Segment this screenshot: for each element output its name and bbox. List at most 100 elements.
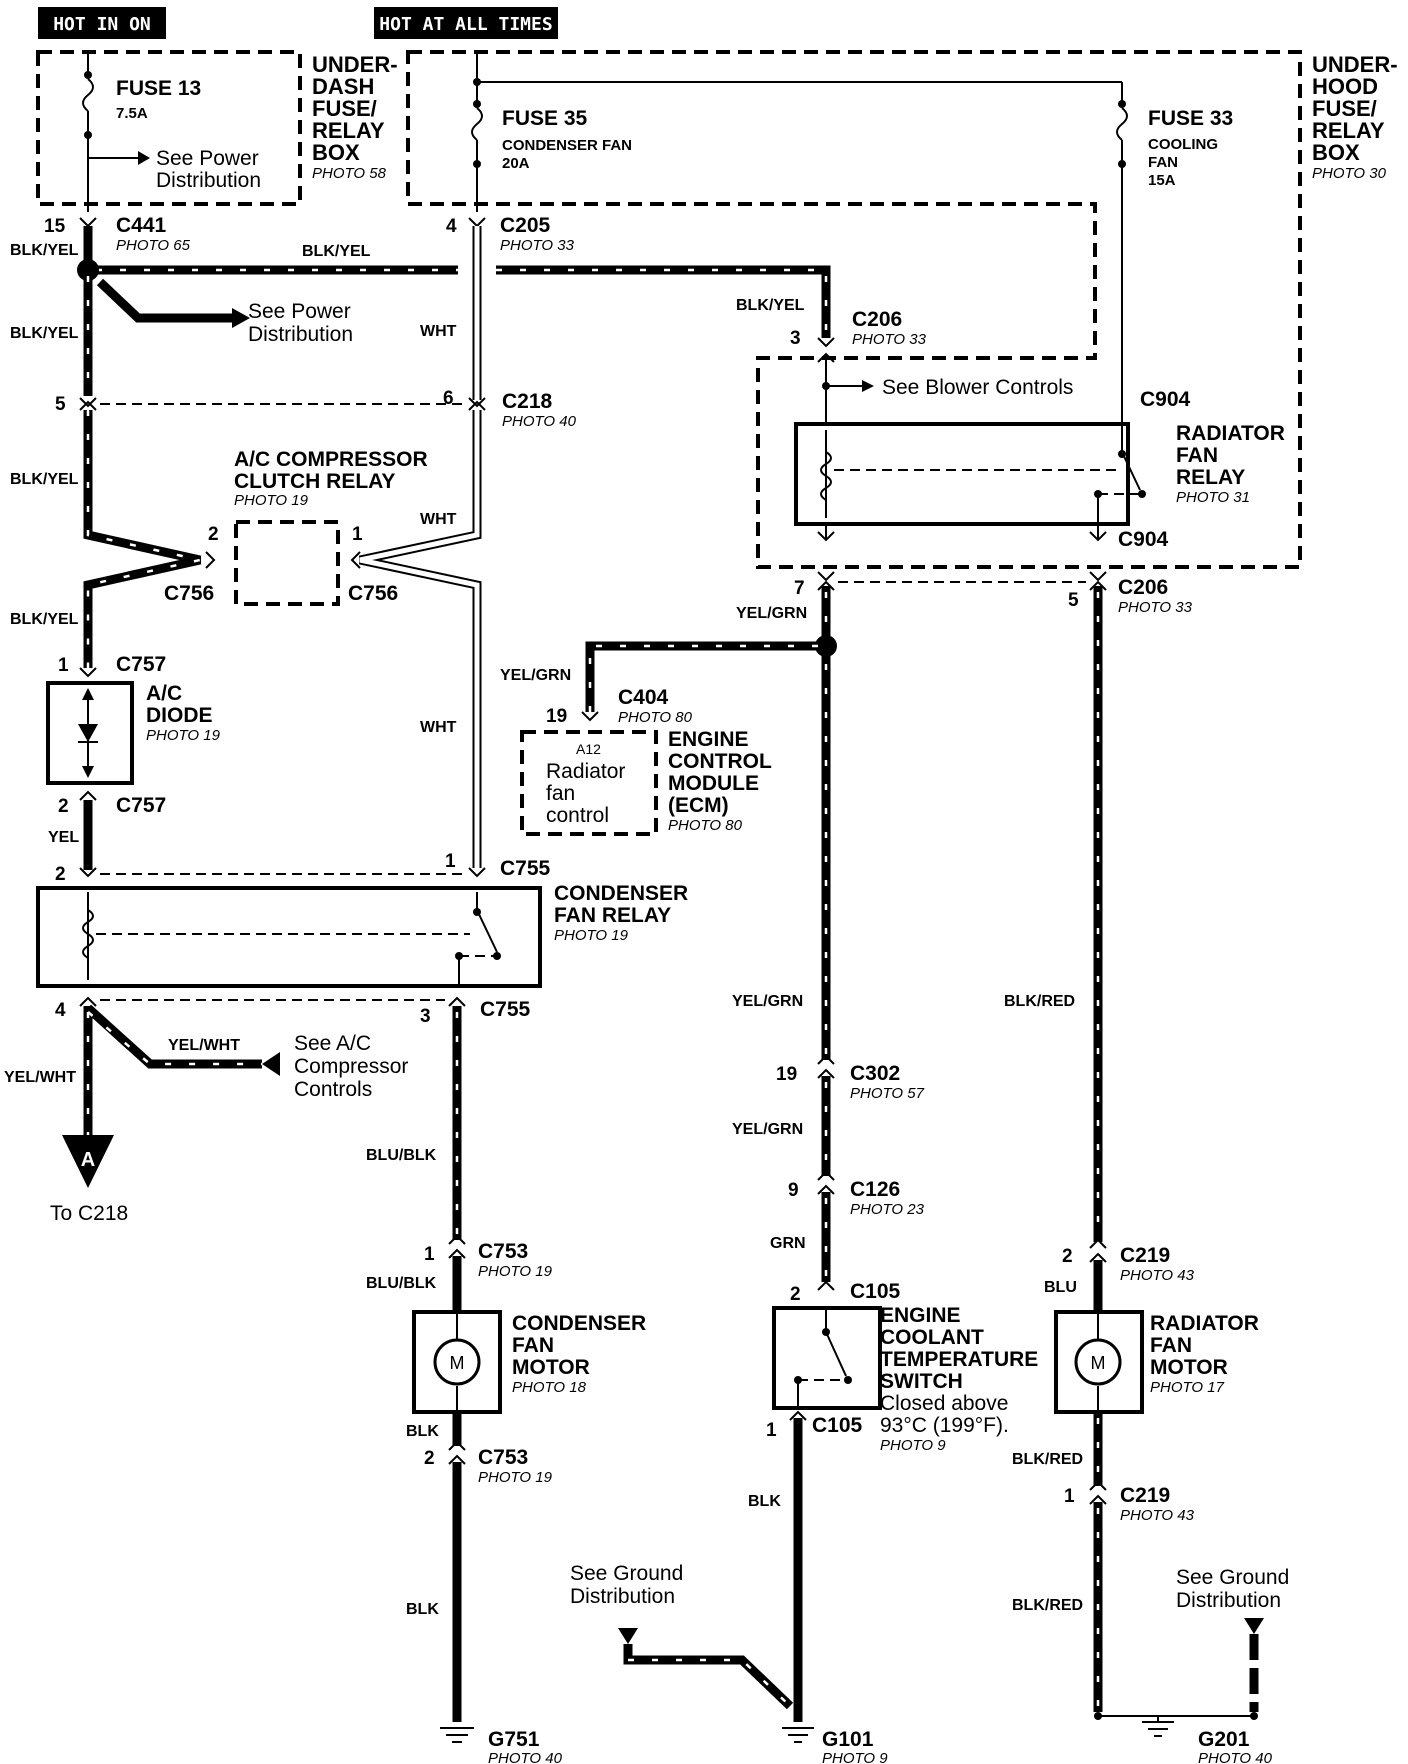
c126-name: C126 bbox=[850, 1178, 900, 1201]
ground-icon bbox=[440, 1727, 474, 1743]
ac-relay-label-2: CLUTCH RELAY bbox=[234, 470, 395, 493]
c404-name: C404 bbox=[618, 686, 669, 709]
c904a-name: C904 bbox=[1140, 388, 1191, 411]
fuse-35: FUSE 35 CONDENSER FAN 20A bbox=[471, 52, 1122, 212]
fuse33-desc-2: FAN bbox=[1148, 154, 1178, 171]
blk-yel-label-4: BLK/YEL bbox=[10, 325, 79, 342]
blu-blk-label-1: BLU/BLK bbox=[366, 1147, 437, 1164]
blk-label-2: BLK bbox=[406, 1601, 439, 1618]
c218-photo: PHOTO 40 bbox=[502, 413, 577, 430]
c753a-name: C753 bbox=[478, 1240, 528, 1263]
ect-photo: PHOTO 9 bbox=[880, 1437, 946, 1454]
ecm-func-1: Radiator bbox=[546, 760, 625, 783]
blk-red-label-1: BLK/RED bbox=[1004, 993, 1075, 1010]
ecm-pin-id: A12 bbox=[576, 741, 601, 757]
underhood-photo: PHOTO 30 bbox=[1312, 165, 1387, 182]
blk-yel-label-3: BLK/YEL bbox=[736, 297, 805, 314]
c753b-name: C753 bbox=[478, 1446, 528, 1469]
motor-icon bbox=[433, 1338, 481, 1386]
ac-compressor-clutch-relay: A/C COMPRESSOR CLUTCH RELAY PHOTO 19 2 1… bbox=[164, 448, 428, 606]
cond-relay-label-2: FAN RELAY bbox=[554, 904, 671, 927]
c218-pin-right: 6 bbox=[443, 388, 454, 409]
c404-pin: 19 bbox=[546, 706, 567, 727]
fuse-13: FUSE 13 7.5A See Power Distribution bbox=[82, 52, 261, 212]
hot-at-all-times-label: HOT AT ALL TIMES bbox=[379, 14, 552, 35]
c219b-photo: PHOTO 43 bbox=[1120, 1507, 1195, 1524]
ac-diode: 1 C757 A/C DIODE PHOTO 19 2 C757 YEL bbox=[46, 653, 221, 870]
wire-blk-yel-left: BLK/YEL BLK/YEL BLK/YEL bbox=[10, 270, 201, 668]
c755a-pin-right: 1 bbox=[445, 851, 456, 872]
underdash-photo: PHOTO 58 bbox=[312, 165, 387, 182]
blower-ref: See Blower Controls bbox=[882, 376, 1073, 399]
c302-name: C302 bbox=[850, 1062, 900, 1085]
c105a-pin: 2 bbox=[790, 1284, 801, 1305]
g201-name: G201 bbox=[1198, 1728, 1250, 1751]
connector-c206-top: 3 C206 PHOTO 33 See Blower Controls C904 bbox=[790, 308, 1191, 422]
fuse33-rating: 15A bbox=[1148, 172, 1176, 189]
blk-yel-label-6: BLK/YEL bbox=[10, 611, 79, 628]
underhood-label-2: HOOD bbox=[1312, 74, 1378, 99]
yel-wht-label-1: YEL/WHT bbox=[168, 1037, 240, 1054]
c753a-pin: 1 bbox=[424, 1244, 435, 1265]
c755b-pin-right: 3 bbox=[420, 1006, 431, 1027]
ect-closed-2: 93°C (199°F). bbox=[880, 1414, 1009, 1437]
power-dist-ref-1: See Power bbox=[248, 300, 351, 323]
underdash-label-3: FUSE/ bbox=[312, 96, 377, 121]
cond-motor-label-2: FAN bbox=[512, 1334, 554, 1357]
g751-name: G751 bbox=[488, 1728, 540, 1751]
fuse35-name: FUSE 35 bbox=[502, 107, 588, 130]
blu-blk-label-2: BLU/BLK bbox=[366, 1275, 437, 1292]
c302-photo: PHOTO 57 bbox=[850, 1085, 925, 1102]
c755b-pin-left: 4 bbox=[55, 1000, 66, 1021]
fuse13-see-1: See Power bbox=[156, 147, 259, 170]
c904b-name: C904 bbox=[1118, 528, 1169, 551]
ground-ref-1-line-2: Distribution bbox=[570, 1585, 675, 1608]
cond-motor-photo: PHOTO 18 bbox=[512, 1379, 587, 1396]
fuse35-rating: 20A bbox=[502, 155, 530, 172]
wht-label-3: WHT bbox=[420, 719, 457, 736]
ground-icon bbox=[1142, 1716, 1174, 1737]
c757a-pin: 1 bbox=[58, 655, 69, 676]
c105b-pin: 1 bbox=[766, 1420, 777, 1441]
ac-comp-ref-3: Controls bbox=[294, 1078, 372, 1101]
yel-grn-label-3: YEL/GRN bbox=[732, 993, 803, 1010]
ecm-label-1: ENGINE bbox=[668, 728, 749, 751]
underhood-label-3: FUSE/ bbox=[1312, 96, 1377, 121]
c757b-name: C757 bbox=[116, 794, 166, 817]
ac-comp-ref-2: Compressor bbox=[294, 1055, 408, 1078]
ecm-label-3: MODULE bbox=[668, 772, 759, 795]
ac-comp-ref-1: See A/C bbox=[294, 1032, 371, 1055]
fuse35-desc: CONDENSER FAN bbox=[502, 137, 632, 154]
underhood-label-4: RELAY bbox=[1312, 118, 1385, 143]
g201-photo: PHOTO 40 bbox=[1198, 1750, 1273, 1764]
connector-c218: 5 6 C218 PHOTO 40 bbox=[55, 388, 577, 430]
cond-relay-photo: PHOTO 19 bbox=[554, 927, 629, 944]
c206a-pin: 3 bbox=[790, 328, 801, 349]
ground-ref-1-line-1: See Ground bbox=[570, 1562, 683, 1585]
c757b-pin: 2 bbox=[58, 796, 69, 817]
g101-photo: PHOTO 9 bbox=[822, 1750, 888, 1764]
arrow-right-icon bbox=[138, 151, 150, 165]
rad-relay-label-3: RELAY bbox=[1176, 466, 1245, 489]
c219b-name: C219 bbox=[1120, 1484, 1170, 1507]
ecm-func-3: control bbox=[546, 804, 609, 827]
c756-left-name: C756 bbox=[164, 582, 214, 605]
hot-in-on-tag: HOT IN ON bbox=[38, 7, 166, 39]
yel-grn-label-4: YEL/GRN bbox=[732, 1121, 803, 1138]
off-page-arrow-icon bbox=[62, 1135, 114, 1188]
c753a-photo: PHOTO 19 bbox=[478, 1263, 553, 1280]
c755a-pin-left: 2 bbox=[55, 864, 66, 885]
grn-label: GRN bbox=[770, 1235, 806, 1252]
motor-icon bbox=[1074, 1338, 1122, 1386]
rad-motor-label-2: FAN bbox=[1150, 1334, 1192, 1357]
c126-photo: PHOTO 23 bbox=[850, 1201, 925, 1218]
c206b-name: C206 bbox=[1118, 576, 1168, 599]
rad-motor-symbol: M bbox=[1091, 1353, 1106, 1373]
blk-red-label-3: BLK/RED bbox=[1012, 1597, 1083, 1614]
ecm-label-2: CONTROL bbox=[668, 750, 772, 773]
ac-diode-label-2: DIODE bbox=[146, 704, 213, 727]
wire-yel-wht: YEL/WHT YEL/WHT See A/C Compressor Contr… bbox=[4, 1004, 408, 1225]
c206a-photo: PHOTO 33 bbox=[852, 331, 927, 348]
c755a-name: C755 bbox=[500, 857, 551, 880]
